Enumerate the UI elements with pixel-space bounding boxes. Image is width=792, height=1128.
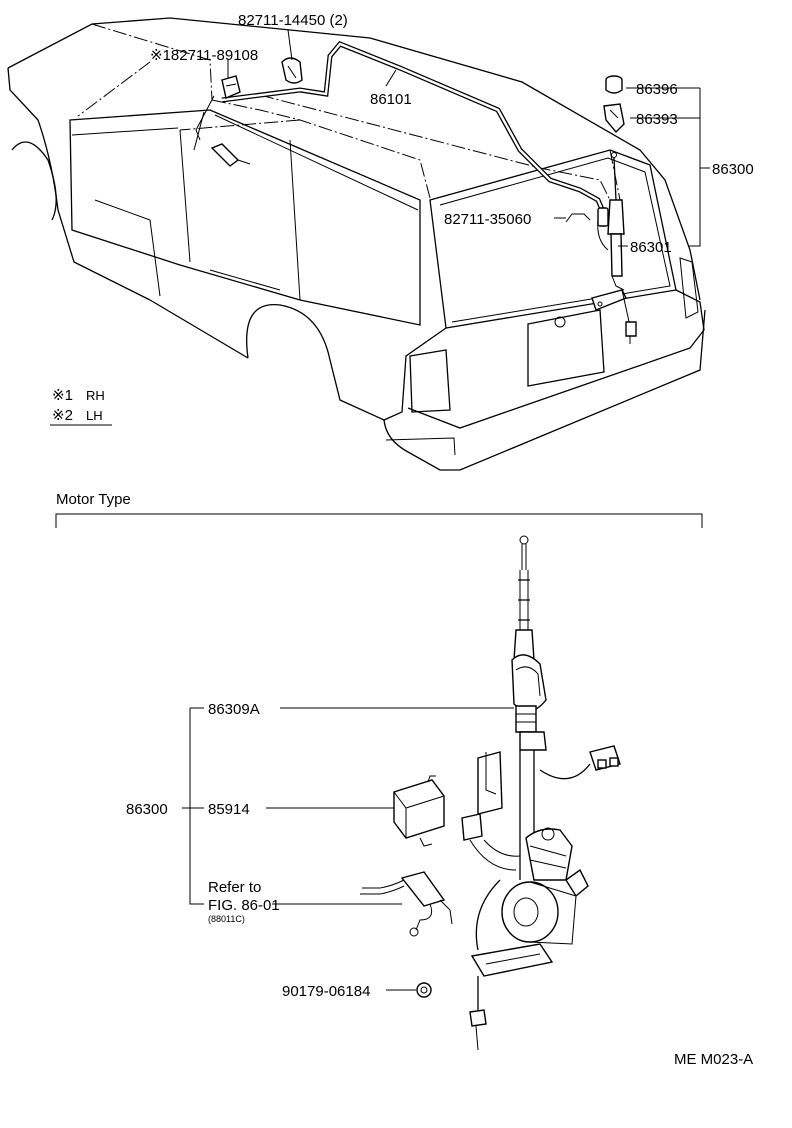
- label-refer-to: Refer to: [208, 879, 261, 896]
- section-bracket: [55, 513, 703, 528]
- diagram-code: ME M023-A: [674, 1051, 753, 1068]
- label-90179-06184: 90179-06184: [282, 983, 370, 1000]
- relay-85914: [393, 775, 445, 847]
- legend-rh-mark: ※1: [52, 387, 73, 404]
- motor-antenna-assembly: [461, 535, 621, 1051]
- label-82711-35060: 82711-35060: [444, 211, 531, 228]
- label-86300-upper: 86300: [712, 161, 754, 178]
- legend-lh-mark: ※2: [52, 407, 73, 424]
- label-fig-sub: (88011C): [208, 914, 245, 924]
- label-85914: 85914: [208, 801, 250, 818]
- grommet-86396: [605, 75, 623, 94]
- legend-lh-text: LH: [86, 408, 103, 423]
- label-86396: 86396: [636, 81, 678, 98]
- nut-90179-06184: [416, 982, 432, 998]
- label-86101: 86101: [370, 91, 412, 108]
- bracket-86393: [603, 103, 625, 134]
- noise-filter: [360, 871, 453, 937]
- label-82711-89108: ※182711-89108: [150, 47, 258, 64]
- section-title: Motor Type: [56, 491, 131, 508]
- label-82711-14450: 82711-14450 (2): [238, 12, 348, 29]
- radio-connector: [193, 95, 251, 167]
- side-legend: ※1 RH ※2 LH: [50, 387, 112, 426]
- label-86309A: 86309A: [208, 701, 260, 718]
- label-86393: 86393: [636, 111, 678, 128]
- clip-82711-35060: [565, 213, 591, 223]
- upper-leader-lines: [227, 29, 710, 247]
- lower-leader-lines: [182, 707, 514, 991]
- rear-antenna-mast: [591, 152, 637, 344]
- label-fig-86-01: FIG. 86-01: [208, 897, 280, 914]
- clamp-82711-89108: [221, 75, 241, 99]
- label-86300-lower: 86300: [126, 801, 168, 818]
- legend-rh-text: RH: [86, 388, 105, 403]
- clamp-82711-14450: [281, 57, 303, 84]
- antenna-cable-86101: [221, 41, 609, 251]
- vehicle-illustration: [7, 17, 706, 471]
- label-86301: 86301: [630, 239, 672, 256]
